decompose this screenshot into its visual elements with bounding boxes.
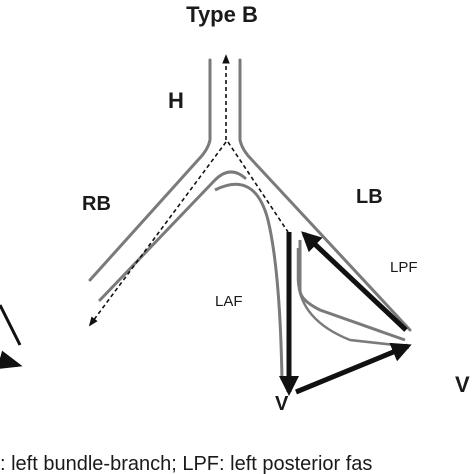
diagram-title: Type B (186, 2, 258, 27)
lpf-fascicle (298, 240, 406, 342)
label-v-left: V (275, 393, 289, 415)
lpf-inner-loop (296, 248, 396, 347)
left-edge-fragment (0, 304, 23, 370)
label-lpf: LPF (390, 259, 418, 276)
bottom-arrow (295, 342, 412, 395)
bundle-outline (88, 58, 412, 332)
laf-fascicle (214, 182, 284, 381)
lpf-up-arrow (301, 231, 408, 332)
rb-dashed-arrow (88, 141, 227, 327)
label-his: H (168, 88, 184, 113)
figure-caption: : left bundle-branch; LPF: left posterio… (0, 453, 372, 474)
label-lb: LB (356, 186, 383, 208)
label-laf: LAF (215, 293, 243, 310)
label-v-right: V (455, 372, 470, 397)
label-rb: RB (82, 193, 111, 215)
